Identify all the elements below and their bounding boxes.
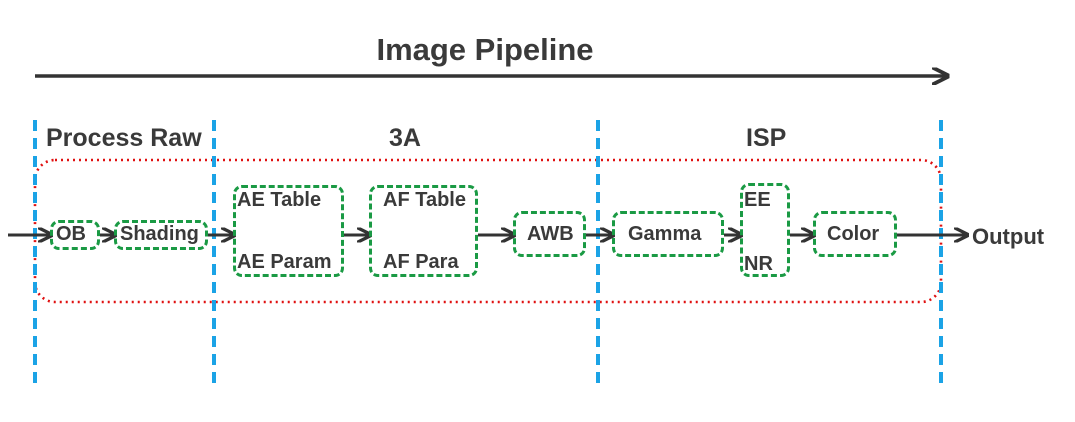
block-shading (114, 220, 208, 250)
block-ee-label: EE (744, 189, 771, 211)
block-ob (50, 220, 100, 250)
block-color (813, 211, 897, 257)
block-gamma (612, 211, 724, 257)
section-3a: 3A (389, 124, 421, 152)
block-color-label: Color (827, 223, 880, 245)
block-ae (233, 185, 344, 277)
block-awb (513, 211, 586, 257)
block-ee-nr (740, 183, 790, 277)
block-af (369, 185, 478, 277)
section-isp: ISP (746, 124, 787, 152)
block-ob-label: OB (56, 223, 86, 245)
block-af-table-label: AF Table (383, 189, 466, 211)
block-shading-label: Shading (120, 223, 199, 245)
block-gamma-label: Gamma (628, 223, 702, 245)
block-af-para-label: AF Para (383, 251, 459, 273)
output-label: Output (972, 224, 1045, 249)
block-nr-label: NR (744, 253, 773, 275)
block-awb-label: AWB (527, 223, 574, 245)
diagram-title: Image Pipeline (376, 32, 594, 67)
block-ae-param-label: AE Param (237, 251, 332, 273)
section-process-raw: Process Raw (46, 124, 202, 152)
block-ae-table-label: AE Table (237, 189, 322, 211)
